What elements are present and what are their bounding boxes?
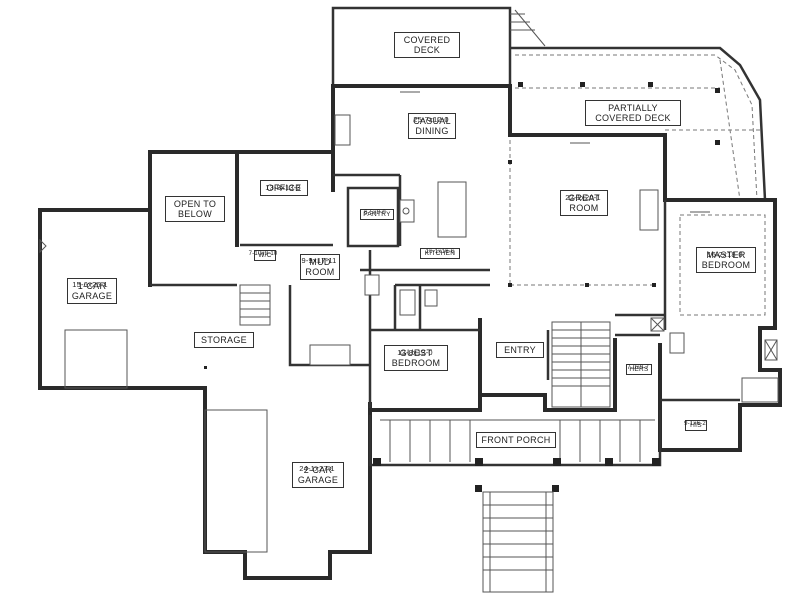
room-label-partially-covered-deck: PARTIALLY COVERED DECK (585, 100, 681, 126)
room-label-great-room: GREAT ROOM (560, 190, 608, 216)
garage-details (39, 238, 268, 553)
room-label-entry: ENTRY (496, 342, 544, 358)
great-room-columns (204, 91, 766, 369)
room-label-pantry: PANTRY (360, 209, 394, 220)
room-dim-guest-bedroom: 13-8x13-0 (397, 348, 433, 357)
room-label-front-porch: FRONT PORCH (476, 432, 556, 448)
room-dim-office: 13-8x13-3 (265, 183, 301, 192)
stairs (239, 284, 611, 408)
room-label-mud-room: MUD ROOM (300, 254, 340, 280)
room-dim-garage-2car: 24-1x27-1 (299, 464, 335, 473)
room-label-storage: STORAGE (194, 332, 254, 348)
room-label-his: HIS (685, 420, 707, 431)
room-dim-great-room: 22-1x20-1 (565, 193, 601, 202)
kitchen-fixtures (309, 114, 779, 403)
room-dim-hers: 7-0x9-7 (627, 365, 649, 371)
room-label-casual-dining: CASUAL DINING (408, 113, 456, 139)
room-label-hers: HERS (626, 364, 652, 375)
main-house-walls (38, 84, 782, 580)
room-label-kitchen: KITCHEN (420, 248, 460, 259)
room-dim-pantry: 6-5x8-0 (364, 210, 386, 216)
room-label-garage-1car: 1-CAR GARAGE (67, 278, 117, 304)
room-label-garage-2car: 2-CAR GARAGE (292, 462, 344, 488)
room-label-covered-deck: COVERED DECK (394, 32, 460, 58)
room-dim-casual-dining: 25-7x12-0 (413, 115, 449, 124)
room-dim-mud-room: 9-9x17-11 (301, 256, 337, 265)
room-label-office: OFFICE (260, 180, 308, 196)
room-label-open-to-below: OPEN TO BELOW (165, 196, 225, 222)
front-porch (368, 410, 662, 593)
room-dim-garage-1car: 15-6x26-1 (72, 280, 108, 289)
room-dim-kitchen: 16-1x16-6 (425, 249, 455, 255)
room-dim-wic: 7-10x9-10 (248, 251, 278, 257)
room-label-wic: W/C (254, 250, 276, 261)
room-dim-master-bedroom: 16-2x18-0 (707, 250, 743, 259)
room-dim-his: 9-1x6-2 (684, 421, 706, 427)
room-label-master-bedroom: MASTER BEDROOM (696, 247, 756, 273)
partially-covered-deck-outline (510, 46, 767, 201)
room-label-guest-bedroom: GUEST BEDROOM (384, 345, 448, 371)
